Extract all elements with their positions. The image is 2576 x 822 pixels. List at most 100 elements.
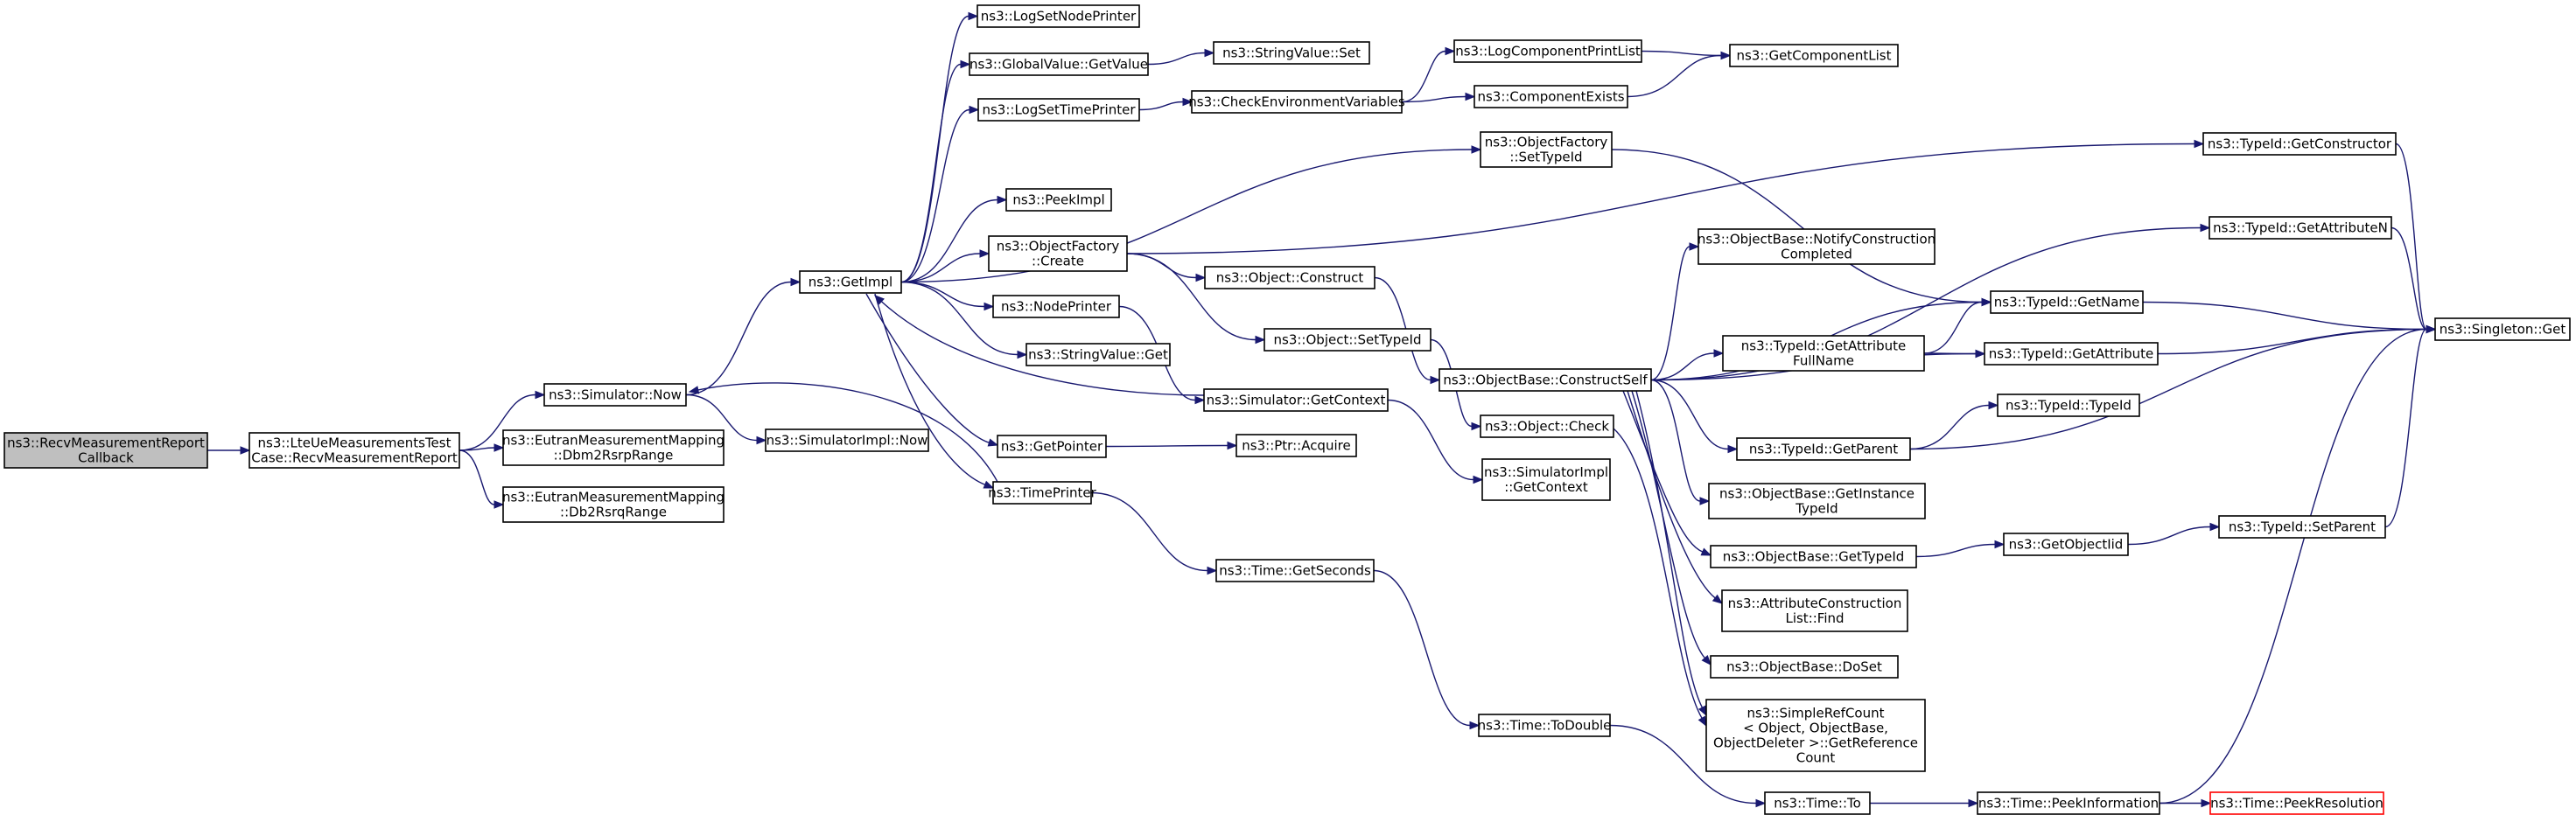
graph-node-objcheck[interactable]: ns3::Object::Check: [1480, 414, 1614, 438]
graph-node-obnotify[interactable]: ns3::ObjectBase::NotifyConstructionCompl…: [1698, 228, 1936, 265]
graph-node-label: ns3::Time::PeekInformation: [1978, 796, 2159, 812]
graph-node-getpointer[interactable]: ns3::GetPointer: [997, 435, 1107, 458]
graph-node-svget[interactable]: ns3::StringValue::Get: [1026, 343, 1171, 366]
graph-edge-tidgetattrn-to-singleton: [2390, 226, 2437, 334]
graph-node-nodeprinter[interactable]: ns3::NodePrinter: [992, 295, 1120, 318]
graph-node-gvget[interactable]: ns3::GlobalValue::GetValue: [969, 52, 1149, 76]
graph-edge-arrowhead: [1194, 395, 1206, 405]
graph-edge-arrowhead: [1988, 401, 1999, 410]
graph-node-ofcreate[interactable]: ns3::ObjectFactory::Create: [988, 235, 1128, 272]
graph-node-tidsetparent[interactable]: ns3::TypeId::SetParent: [2218, 515, 2386, 539]
graph-edge-line: [1923, 301, 1983, 354]
graph-node-label: ObjectDeleter >::GetReference: [1713, 735, 1918, 751]
graph-node-obconstructself[interactable]: ns3::ObjectBase::ConstructSelf: [1438, 368, 1652, 392]
graph-edge-line: [1126, 253, 1197, 279]
graph-edge-arrowhead: [979, 249, 990, 258]
graph-edge-line: [1650, 352, 1715, 381]
graph-edge-arrowhead: [1471, 145, 1482, 154]
graph-edge-compexists-to-getcomplist: [1627, 51, 1732, 98]
graph-node-svset[interactable]: ns3::StringValue::Set: [1213, 41, 1370, 65]
graph-node-label: ns3::StringValue::Get: [1028, 347, 1168, 363]
graph-node-label: Callback: [78, 450, 134, 466]
graph-node-label: ns3::GetImpl: [808, 275, 892, 290]
graph-node-getcomplist[interactable]: ns3::GetComponentList: [1729, 44, 1899, 67]
graph-edge-cev-to-lcpl: [1401, 46, 1456, 103]
graph-edge-line: [900, 15, 970, 283]
graph-node-getimpl[interactable]: ns3::GetImpl: [799, 270, 902, 294]
graph-node-label: ns3::Time::PeekResolution: [2210, 796, 2384, 812]
graph-node-singleton[interactable]: ns3::Singleton::Get: [2434, 317, 2571, 341]
graph-node-cev[interactable]: ns3::CheckEnvironmentVariables: [1188, 90, 1405, 114]
graph-node-timetodouble[interactable]: ns3::Time::ToDouble: [1478, 714, 1612, 737]
graph-edge-arrowhead: [997, 195, 1008, 205]
graph-node-lstp[interactable]: ns3::LogSetTimePrinter: [977, 98, 1140, 122]
graph-edge-getpointer-to-ptracquire: [1105, 441, 1238, 450]
graph-node-tidgetattrn[interactable]: ns3::TypeId::GetAttributeN: [2208, 216, 2392, 240]
graph-edge-root-to-lte: [207, 446, 251, 455]
graph-node-getobjectiid[interactable]: ns3::GetObjectIid: [2003, 533, 2129, 556]
graph-node-label: ns3::LogSetNodePrinter: [981, 9, 1137, 24]
graph-node-peekimpl[interactable]: ns3::PeekImpl: [1005, 188, 1112, 212]
graph-node-ofsettypeid[interactable]: ns3::ObjectFactory::SetTypeId: [1480, 131, 1613, 168]
graph-edge-arrowhead: [1182, 97, 1194, 107]
graph-node-objconstruct[interactable]: ns3::Object::Construct: [1204, 266, 1376, 289]
graph-node-timeprinter[interactable]: ns3::TimePrinter: [988, 481, 1097, 505]
graph-node-tidgetctor[interactable]: ns3::TypeId::GetConstructor: [2202, 132, 2397, 156]
graph-node-obdoset[interactable]: ns3::ObjectBase::DoSet: [1710, 655, 1899, 679]
graph-node-label: ns3::TypeId::GetAttribute: [1741, 338, 1906, 354]
graph-node-label: ::SetTypeId: [1509, 150, 1582, 165]
graph-node-tidgetname[interactable]: ns3::TypeId::GetName: [1990, 290, 2144, 314]
graph-node-simimplgetctx[interactable]: ns3::SimulatorImpl::GetContext: [1481, 458, 1611, 501]
graph-node-box: [1481, 458, 1611, 501]
graph-node-box: [799, 270, 902, 294]
graph-edge-line: [1613, 428, 1703, 719]
graph-node-label: ns3::Time::To: [1774, 796, 1861, 812]
graph-node-obgettypeid[interactable]: ns3::ObjectBase::GetTypeId: [1710, 545, 1917, 568]
graph-edge-line: [2395, 143, 2427, 331]
graph-edge-getimpl-to-ofsettypeid: [900, 145, 1482, 283]
graph-edge-simgetctx-to-simimplgetctx: [1387, 399, 1484, 484]
graph-node-dbm[interactable]: ns3::EutranMeasurementMapping::Dbm2RsrpR…: [502, 429, 724, 466]
graph-node-lte[interactable]: ns3::LteUeMeasurementsTestCase::RecvMeas…: [248, 432, 460, 469]
graph-edge-timegetsec-to-timetodouble: [1373, 569, 1480, 730]
graph-node-box: [1215, 559, 1375, 582]
graph-node-timegetsec[interactable]: ns3::Time::GetSeconds: [1215, 559, 1375, 582]
graph-node-db2[interactable]: ns3::EutranMeasurementMapping::Db2RsrqRa…: [502, 486, 724, 523]
graph-node-simgetctx[interactable]: ns3::Simulator::GetContext: [1203, 388, 1389, 412]
graph-node-compexists[interactable]: ns3::ComponentExists: [1474, 85, 1628, 108]
graph-node-lcpl[interactable]: ns3::LogComponentPrintList: [1453, 39, 1642, 63]
graph-node-objsettypeid[interactable]: ns3::Object::SetTypeId: [1264, 328, 1432, 352]
graph-edge-arrowhead: [1755, 798, 1767, 808]
graph-node-timepeekinfo[interactable]: ns3::Time::PeekInformation: [1977, 791, 2160, 815]
graph-node-srcount[interactable]: ns3::SimpleRefCount< Object, ObjectBase,…: [1705, 699, 1926, 772]
graph-edge-arrowhead: [1471, 421, 1482, 431]
graph-node-now[interactable]: ns3::Simulator::Now: [543, 383, 687, 407]
graph-node-label: ns3::Time::ToDouble: [1478, 718, 1612, 734]
graph-node-timepeekres[interactable]: ns3::Time::PeekResolution: [2209, 791, 2384, 815]
graph-node-label: ns3::SimpleRefCount: [1747, 706, 1885, 721]
graph-node-label: ns3::Singleton::Get: [2440, 322, 2566, 338]
graph-node-label: ns3::TypeId::TypeId: [2006, 398, 2132, 414]
graph-edge-lte-to-now: [458, 390, 546, 451]
graph-node-tidgetparent[interactable]: ns3::TypeId::GetParent: [1736, 437, 1911, 461]
graph-edge-arrowhead: [1195, 273, 1207, 282]
graph-node-tidtypeid[interactable]: ns3::TypeId::TypeId: [1997, 394, 2140, 417]
graph-edge-arrowhead: [874, 295, 885, 305]
graph-node-simnow[interactable]: ns3::SimulatorImpl::Now: [765, 428, 929, 452]
graph-edge-line: [865, 293, 990, 443]
graph-edge-line: [1650, 246, 1690, 381]
graph-node-box: [1977, 791, 2160, 815]
graph-node-timeto[interactable]: ns3::Time::To: [1764, 791, 1871, 815]
graph-edge-tidgetattrfull-to-tidgetname: [1923, 297, 1992, 354]
graph-node-label: ns3::TypeId::GetAttribute: [1989, 346, 2153, 362]
graph-node-box: [1710, 655, 1899, 679]
graph-node-lsnp[interactable]: ns3::LogSetNodePrinter: [976, 4, 1140, 28]
graph-node-ptracquire[interactable]: ns3::Ptr::Acquire: [1236, 434, 1357, 457]
graph-edge-arrowhead: [1712, 594, 1724, 604]
graph-node-box: [1026, 343, 1171, 366]
graph-node-tidgetattr[interactable]: ns3::TypeId::GetAttribute: [1984, 342, 2159, 366]
